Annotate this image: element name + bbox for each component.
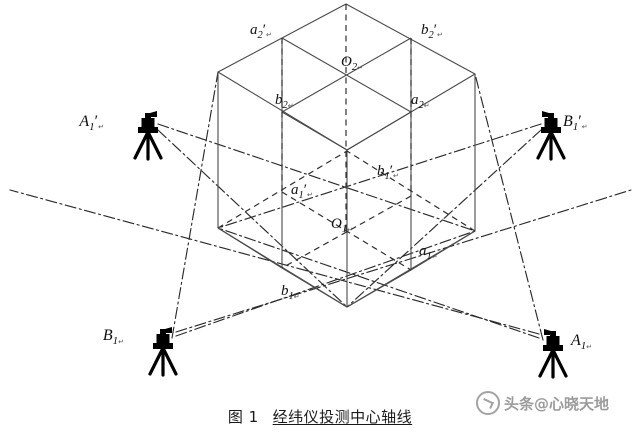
figure-caption: 图 1 经纬仪投测中心轴线 bbox=[0, 406, 640, 427]
sightline-a1-1 bbox=[474, 73, 544, 341]
station-B1: B1↵ bbox=[103, 325, 178, 377]
theodolite-icon bbox=[133, 109, 163, 161]
sightline-b1-2 bbox=[175, 230, 476, 337]
vertex-label-a1: a1↵ bbox=[419, 243, 438, 262]
vertex-label-O1: O1↵ bbox=[331, 216, 353, 235]
vertex-label-a2prime: a2′↵ bbox=[250, 22, 272, 41]
vertex-label-a1prime: a1′↵ bbox=[291, 182, 313, 201]
station-label-A1prime: A1′↵ bbox=[78, 113, 104, 133]
inner-col-right bbox=[346, 111, 412, 151]
box-hidden-edges bbox=[217, 4, 476, 271]
top-face-split-b bbox=[281, 37, 412, 113]
station-label-B1prime: B1′↵ bbox=[563, 113, 588, 133]
bottom-split-b bbox=[281, 195, 412, 269]
caption-number: 图 1 bbox=[227, 408, 259, 426]
vertex-label-b2: b2↵ bbox=[275, 92, 294, 111]
theodolite-icon bbox=[538, 327, 568, 379]
sightline-b1p-1 bbox=[217, 123, 542, 229]
vertex-label-a2: a2↵ bbox=[411, 92, 430, 111]
station-label-A1: A1↵ bbox=[570, 332, 592, 352]
vertex-label-b2prime: b2′↵ bbox=[421, 22, 443, 41]
station-A1prime: A1′↵ bbox=[78, 109, 163, 161]
sight-lines-group bbox=[9, 71, 632, 341]
bottom-right-mid bbox=[346, 269, 412, 308]
sightline-b1-1 bbox=[171, 71, 219, 339]
bottom-back-left bbox=[217, 150, 348, 229]
vertex-label-O2: O2↵ bbox=[341, 54, 363, 73]
vertex-label-b1prime: b1′↵ bbox=[377, 163, 399, 182]
right-face-bottom bbox=[410, 230, 476, 271]
bottom-split-a bbox=[281, 191, 412, 271]
bottom-left-mid bbox=[281, 267, 348, 308]
inner-col-left bbox=[281, 111, 348, 151]
station-A1: A1↵ bbox=[538, 327, 592, 379]
sightline-a1p-2 bbox=[157, 129, 348, 308]
station-label-B1: B1↵ bbox=[103, 327, 124, 347]
sightline-b1-3 bbox=[175, 189, 632, 333]
left-face-bottom bbox=[217, 227, 283, 269]
sightline-a1p-1 bbox=[157, 123, 476, 232]
vertex-labels-group: a2′↵ b2′↵ O2↵ b2↵ a2↵ b1′↵ a1′↵ O1↵ bbox=[250, 22, 443, 302]
bottom-back-right bbox=[346, 150, 476, 232]
sightline-a1-2 bbox=[217, 227, 540, 339]
caption-text: 经纬仪投测中心轴线 bbox=[272, 408, 413, 426]
sightline-b1p-2 bbox=[346, 129, 542, 308]
vertex-label-b1: b1↵ bbox=[281, 283, 300, 302]
theodolite-icon bbox=[536, 109, 566, 161]
station-B1prime: B1′↵ bbox=[536, 109, 588, 161]
